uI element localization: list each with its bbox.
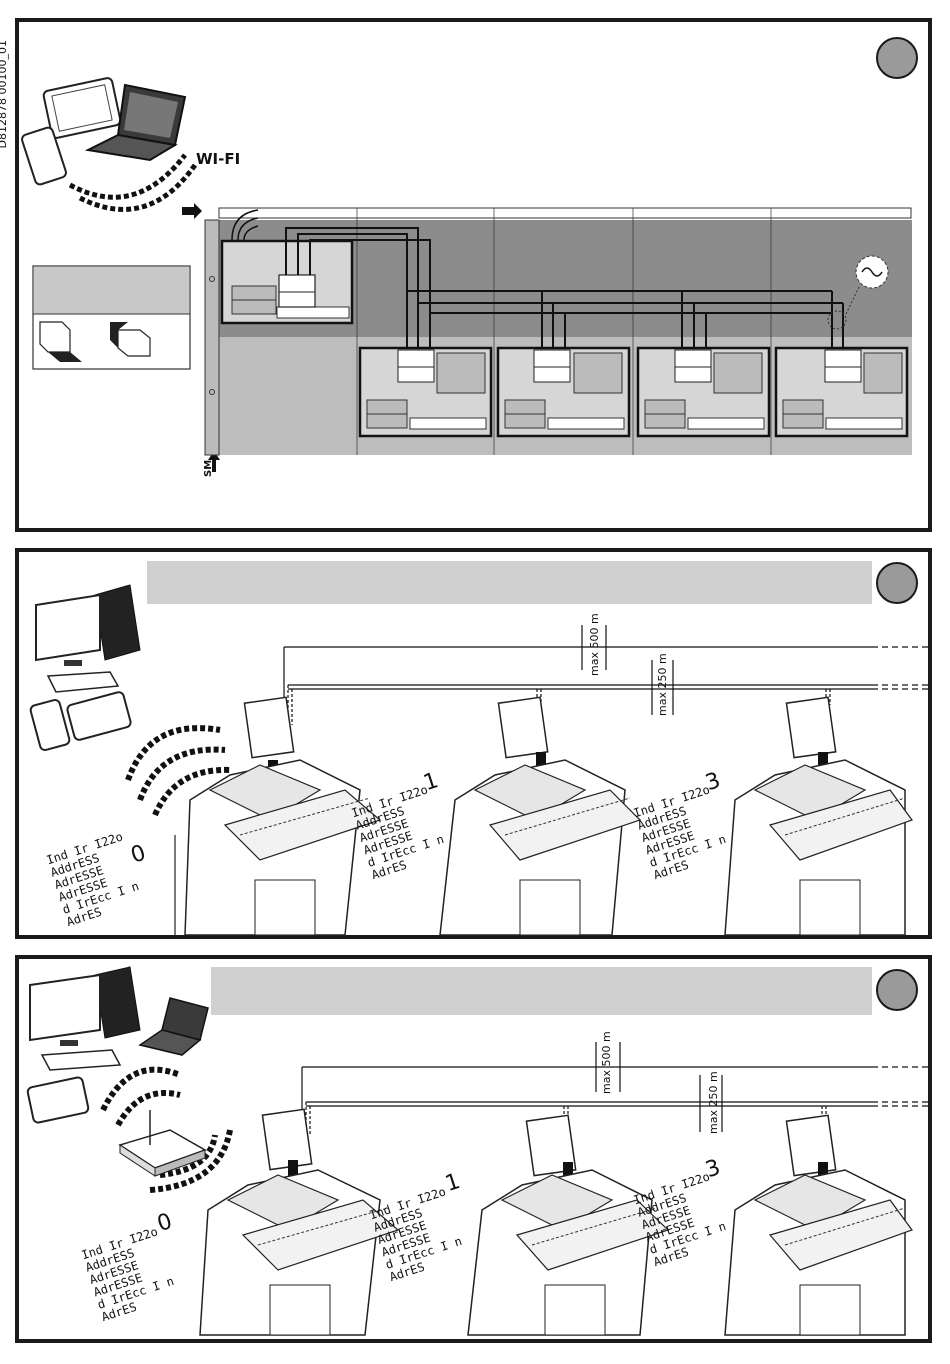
step-badge-3 <box>876 969 918 1011</box>
router-icon <box>118 1110 207 1177</box>
master-module <box>220 209 354 325</box>
step-badge-2 <box>876 562 918 604</box>
bus-wiring <box>285 227 844 350</box>
module-legend <box>32 265 191 370</box>
distance-250m-label: max 250 m <box>656 653 669 716</box>
tablet-icon <box>66 691 132 741</box>
step-badge-1 <box>876 37 918 79</box>
panel-3-header <box>211 967 872 1015</box>
controller-unit-2 <box>439 696 642 936</box>
slave-module-1 <box>358 346 493 438</box>
controller-unit-1 <box>199 1108 400 1336</box>
laptop-icon <box>138 997 209 1056</box>
distance-250m-label: max 250 m <box>707 1071 720 1134</box>
panel-2 <box>15 548 932 939</box>
distance-500m-label: max 500 m <box>600 1031 613 1094</box>
module-removed-icon <box>39 321 82 362</box>
controller-unit-2 <box>467 1114 670 1336</box>
distance-500m-label: max 500 m <box>588 613 601 676</box>
wifi-signal-icon <box>100 1066 233 1193</box>
arrow-right-icon <box>182 203 202 219</box>
panel-1 <box>15 18 932 532</box>
desktop-pc-icon <box>29 966 141 1071</box>
panel-3 <box>15 955 932 1343</box>
document-code: D812878 00100_01 <box>0 40 9 149</box>
bus-lines <box>301 1042 928 1135</box>
smartphone-icon <box>21 126 67 186</box>
controller-unit-3 <box>724 696 913 936</box>
laptop-icon <box>84 83 187 162</box>
wifi-signal-icon <box>125 725 231 817</box>
arrow-up-icon <box>208 451 220 472</box>
bus-lines <box>283 625 928 725</box>
desktop-pc-icon <box>35 584 141 693</box>
panel-2-header <box>147 561 872 604</box>
wifi-label: WI-FI <box>196 150 241 168</box>
termination-icon <box>827 255 889 330</box>
sm-label: SM <box>203 459 214 477</box>
controller-unit-3 <box>724 1114 913 1336</box>
slave-module-2 <box>496 346 631 438</box>
wifi-signal-icon <box>68 153 198 212</box>
controller-unit-1 <box>174 696 382 936</box>
slave-module-3 <box>636 346 771 438</box>
tablet-icon <box>42 77 122 139</box>
smartphone-icon <box>29 699 71 751</box>
tablet-icon <box>26 1076 90 1124</box>
module-inserted-icon <box>110 322 151 357</box>
slave-module-4 <box>774 346 909 438</box>
